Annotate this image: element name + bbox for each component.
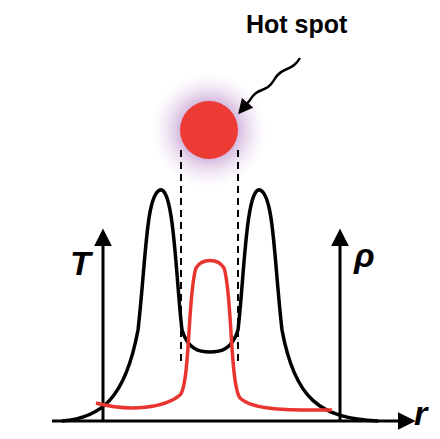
hot-spot-label: Hot spot (246, 12, 347, 37)
hot-spot-circle (180, 101, 238, 159)
glow-halo (151, 72, 267, 188)
axis-label: T (70, 246, 91, 280)
axis-label: ρ (354, 238, 375, 272)
density-curve (62, 190, 378, 421)
pointer-arrow (240, 58, 300, 112)
temperature-curve (96, 261, 332, 411)
rho-axis (339, 232, 342, 421)
axis-label: r (414, 396, 427, 430)
t-axis (102, 232, 105, 421)
